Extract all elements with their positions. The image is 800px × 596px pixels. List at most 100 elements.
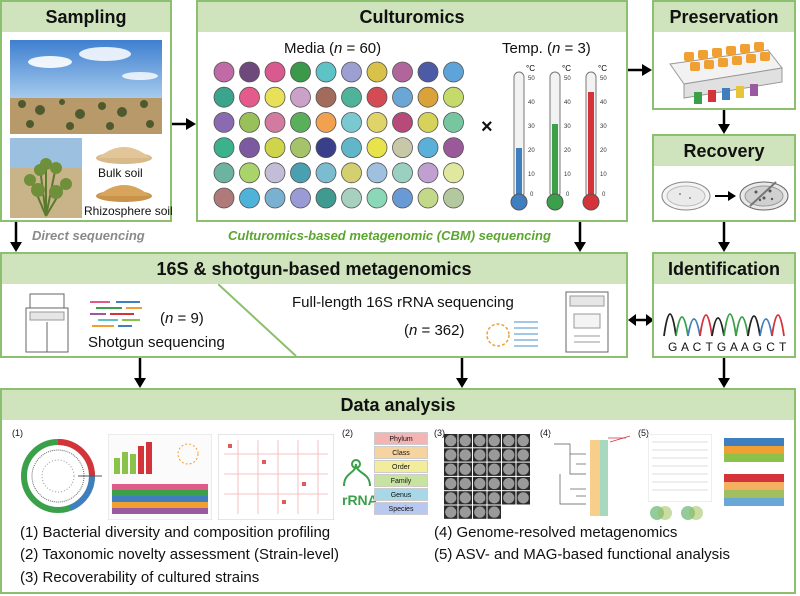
arrow-to-analysis-center bbox=[456, 358, 468, 388]
plate-photo-dish bbox=[474, 506, 486, 518]
media-plate-grid bbox=[213, 61, 464, 209]
plate-photo-dish bbox=[459, 506, 471, 518]
media-plate bbox=[290, 137, 311, 158]
media-plate bbox=[443, 112, 464, 133]
svg-text:10: 10 bbox=[564, 172, 571, 178]
chromatogram-icon bbox=[663, 313, 785, 337]
plate-photo-grid bbox=[444, 434, 530, 519]
plate-photo-dish bbox=[503, 492, 515, 504]
landscape-photo bbox=[10, 40, 162, 134]
direct-sequencing-label: Direct sequencing bbox=[32, 228, 145, 243]
arrow-sampling-to-culturomics bbox=[172, 118, 196, 130]
metagenomics-panel: 16S & shotgun-based metagenomics (n = 9)… bbox=[0, 252, 628, 358]
phylogenetic-tree-figure bbox=[21, 439, 102, 513]
plate-photo-dish bbox=[459, 492, 471, 504]
plate-photo-dish bbox=[517, 449, 529, 461]
shotgun-sequencing-label: Shotgun sequencing bbox=[88, 334, 225, 351]
venn-diagram-icon bbox=[650, 506, 703, 520]
media-plate bbox=[213, 86, 235, 108]
plate-photo-dish bbox=[459, 477, 471, 490]
temp-label: Temp. (n = 3) bbox=[502, 40, 591, 57]
plate-photo-dish bbox=[445, 492, 457, 504]
media-plate bbox=[290, 61, 311, 83]
analysis-tag-1: (1) bbox=[12, 428, 23, 438]
plate-photo-dish bbox=[503, 435, 515, 447]
media-plate bbox=[366, 137, 388, 158]
culturomics-panel: Culturomics Media (n = 60) Temp. (n = 3)… bbox=[196, 0, 628, 222]
svg-text:30: 30 bbox=[600, 124, 607, 130]
media-plate bbox=[213, 61, 235, 83]
plate-photo-dish bbox=[445, 506, 457, 518]
plate-photo-dish bbox=[445, 477, 457, 490]
recovery-panel: Recovery bbox=[652, 134, 796, 222]
plate-photo-dish bbox=[517, 435, 529, 447]
svg-text:0: 0 bbox=[530, 192, 534, 198]
media-plate bbox=[239, 162, 260, 184]
analysis-item-2: (2) Taxonomic novelty assessment (Strain… bbox=[20, 546, 340, 563]
svg-text:20: 20 bbox=[600, 148, 607, 154]
arrow-to-analysis-left bbox=[134, 358, 146, 388]
arrow-bidirectional bbox=[628, 314, 654, 326]
svg-text:°C: °C bbox=[526, 64, 535, 73]
arrow-sampling-to-metagenomics bbox=[10, 222, 22, 252]
media-plate bbox=[315, 187, 337, 209]
arrow-culturomics-to-metagenomics bbox=[574, 222, 586, 252]
media-plate bbox=[443, 86, 464, 108]
taxonomy-rank: Genus bbox=[374, 488, 428, 501]
svg-text:50: 50 bbox=[528, 76, 535, 82]
composition-bar-figure bbox=[108, 434, 212, 520]
rhizosphere-soil-icon bbox=[96, 185, 152, 202]
svg-text:50: 50 bbox=[600, 76, 607, 82]
media-plate bbox=[239, 61, 260, 83]
media-plate bbox=[341, 86, 362, 108]
media-plate bbox=[443, 162, 464, 184]
media-plate bbox=[290, 112, 311, 133]
media-plate bbox=[417, 61, 439, 83]
media-plate bbox=[239, 137, 260, 158]
svg-text:40: 40 bbox=[564, 100, 571, 106]
media-plate bbox=[443, 61, 464, 83]
media-plate bbox=[417, 187, 439, 209]
recovery-title: Recovery bbox=[654, 136, 794, 166]
functional-bars-figure bbox=[724, 438, 784, 506]
times-symbol: × bbox=[481, 116, 493, 138]
media-plate bbox=[264, 61, 286, 83]
media-plate bbox=[443, 137, 464, 158]
taxonomy-rank: Class bbox=[374, 446, 428, 459]
media-plate bbox=[315, 112, 337, 133]
full-length-16s-label: Full-length 16S rRNA sequencing bbox=[292, 294, 514, 311]
rrna-label: rRNA bbox=[342, 492, 378, 508]
svg-text:40: 40 bbox=[600, 100, 607, 106]
media-plate bbox=[213, 112, 235, 133]
analysis-tag-4: (4) bbox=[540, 428, 551, 438]
svg-text:20: 20 bbox=[528, 148, 535, 154]
identification-panel: Identification G A C T G A A G C T bbox=[652, 252, 796, 358]
plate-photo-dish bbox=[503, 449, 515, 461]
media-plate bbox=[341, 112, 362, 133]
media-plate bbox=[417, 112, 439, 133]
plate-photo-dish bbox=[488, 506, 500, 518]
media-plate bbox=[341, 162, 362, 184]
bulk-soil-icon bbox=[96, 147, 152, 164]
media-plate bbox=[392, 162, 413, 184]
shotgun-sample-count: (n = 9) bbox=[160, 310, 204, 327]
analysis-tag-2: (2) bbox=[342, 428, 353, 438]
sampling-title: Sampling bbox=[2, 2, 170, 32]
plant-photo bbox=[10, 138, 82, 218]
tube-rack-icon bbox=[669, 42, 783, 104]
analysis-item-3: (3) Recoverability of cultured strains bbox=[20, 569, 260, 586]
rhizosphere-soil-label: Rhizosphere soil bbox=[84, 204, 173, 218]
data-analysis-title: Data analysis bbox=[2, 390, 794, 420]
plate-photo-dish bbox=[474, 463, 486, 475]
media-plate bbox=[392, 86, 413, 108]
petri-dish-icon bbox=[661, 181, 789, 211]
panel-divider bbox=[218, 284, 297, 356]
cbm-sequencing-label: Culturomics-based metagenomic (CBM) sequ… bbox=[228, 228, 551, 243]
svg-text:30: 30 bbox=[528, 124, 535, 130]
dna-sequence: G A C T G A A G C T bbox=[668, 340, 787, 354]
sampling-panel: Sampling Bulk soil Rhizosp bbox=[0, 0, 173, 222]
plate-photo-dish bbox=[503, 477, 515, 490]
media-plate bbox=[239, 187, 260, 209]
